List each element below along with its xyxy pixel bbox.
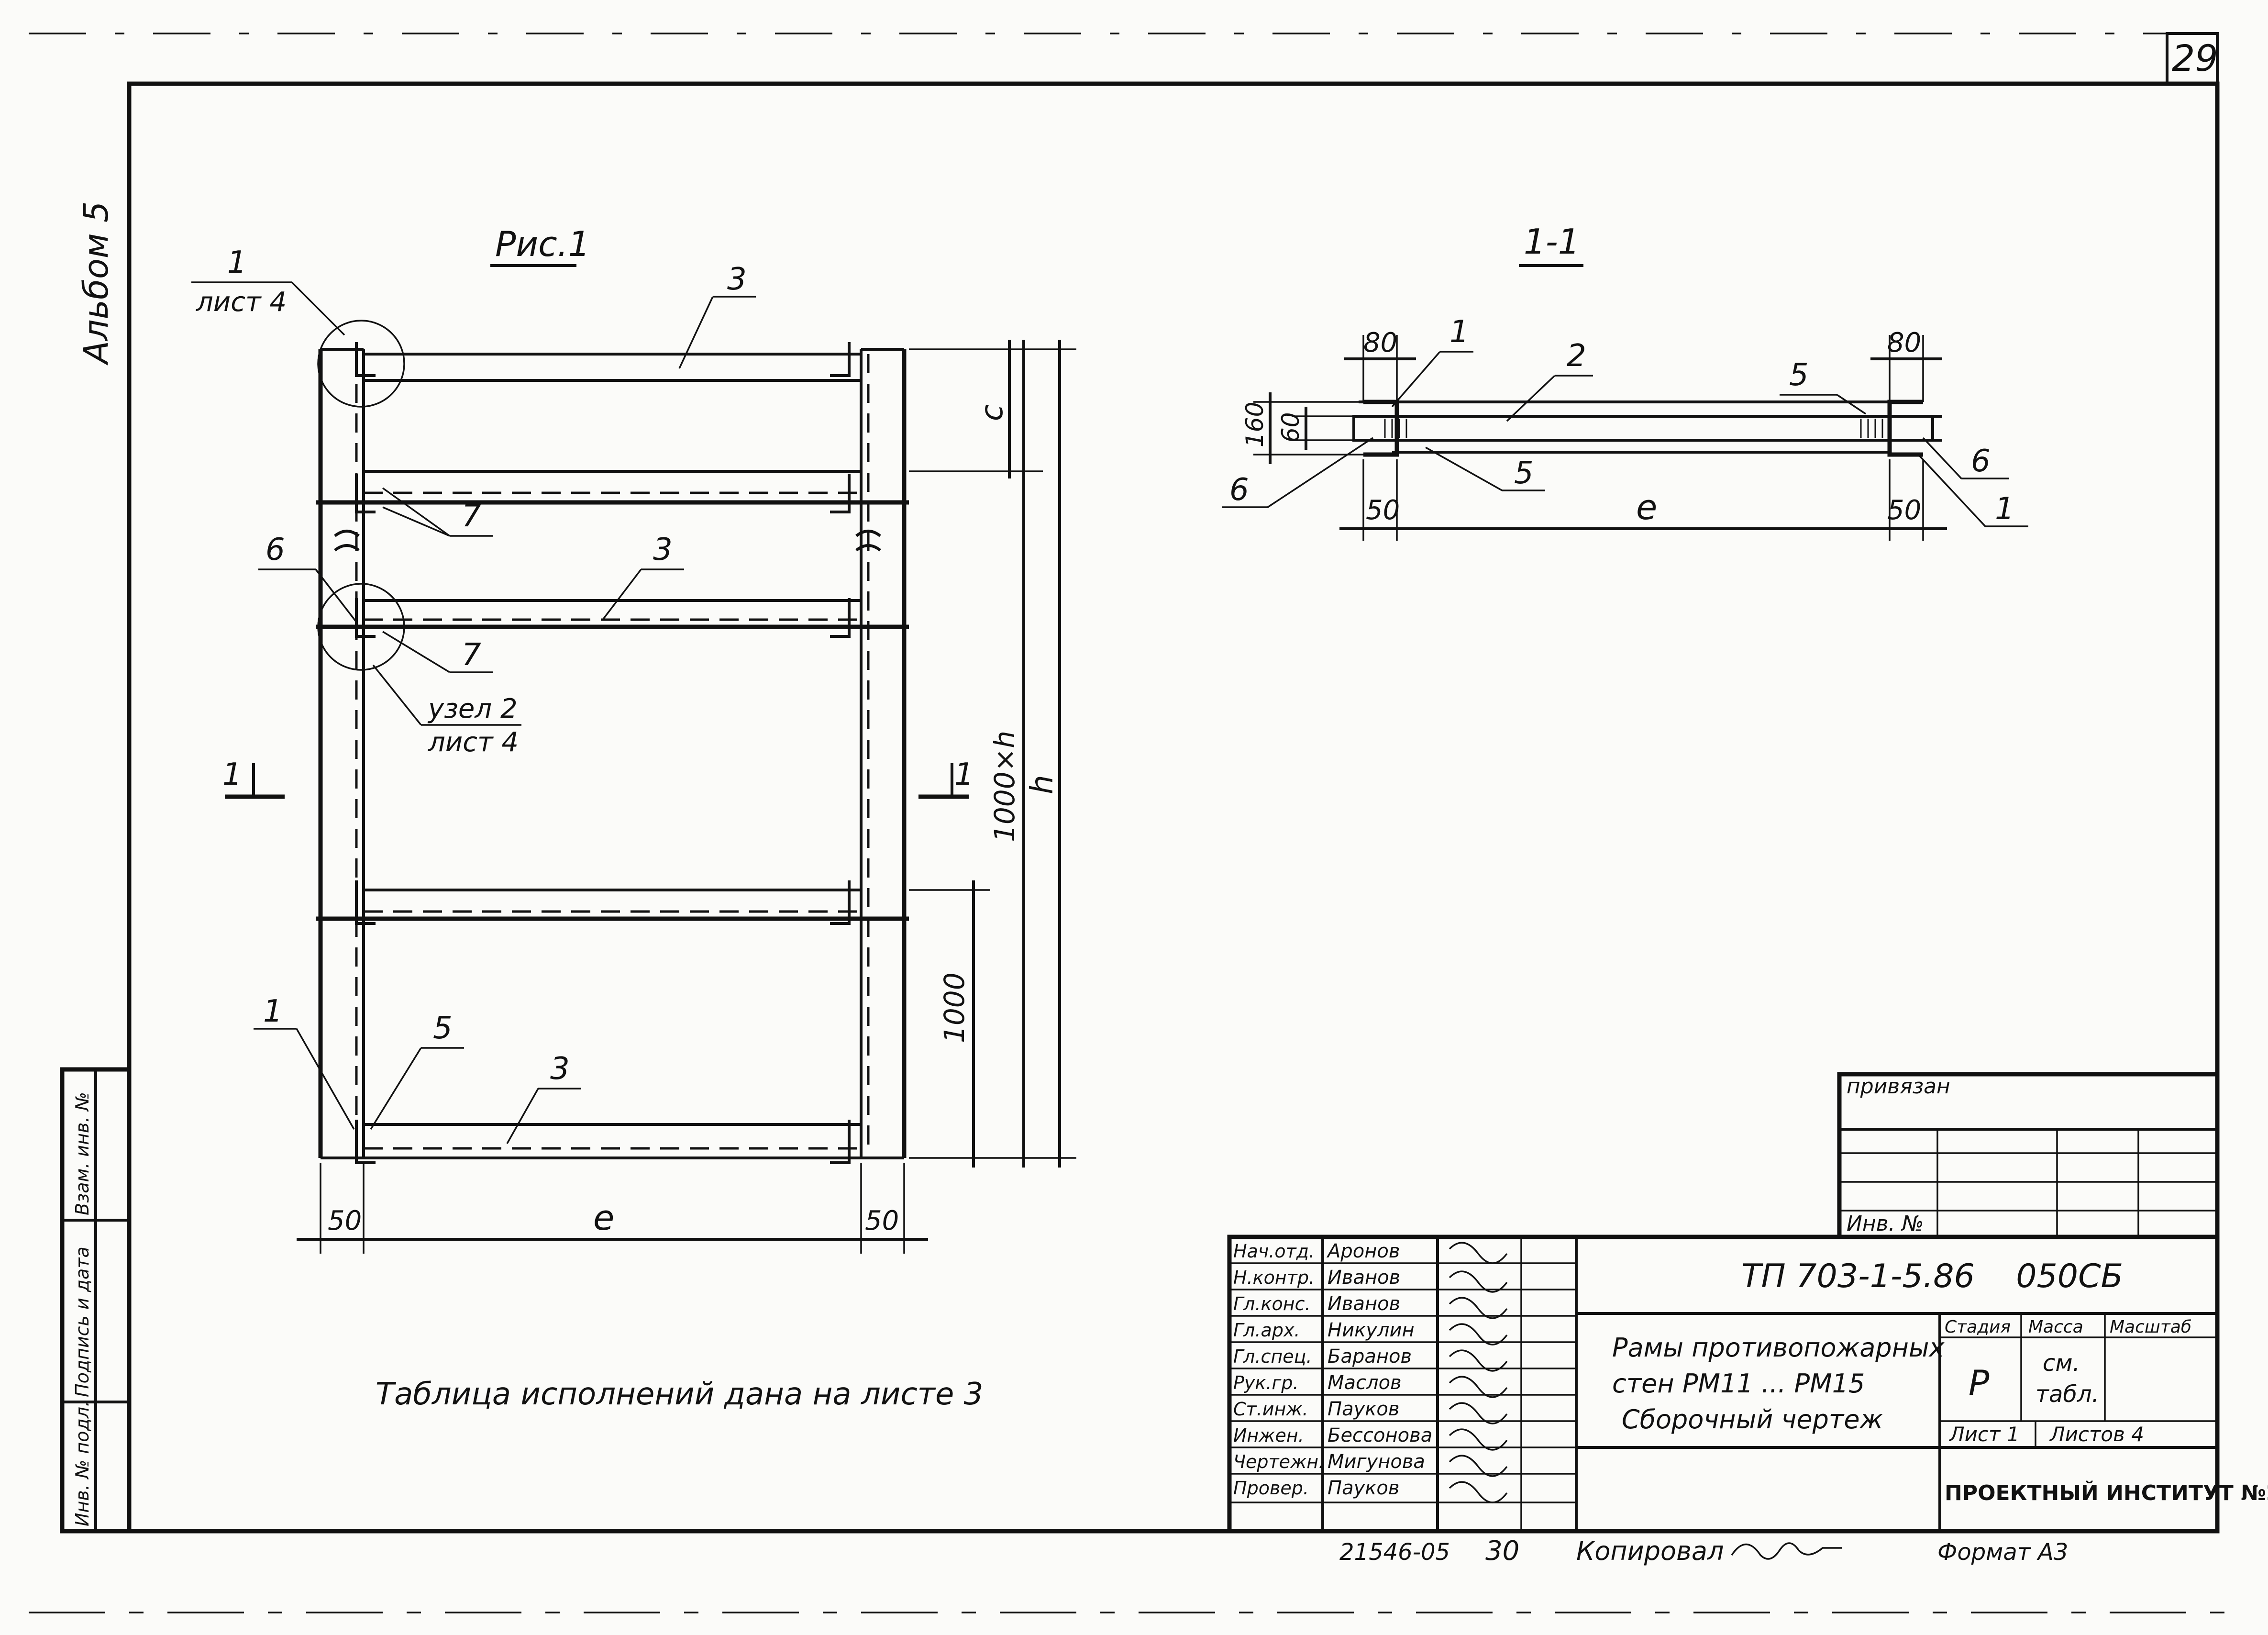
- sec-callout-2: 2: [1567, 338, 1586, 374]
- stamp-name-5: Маслов: [1328, 1372, 1402, 1394]
- stamp-role-5: Рук.гр.: [1233, 1372, 1299, 1393]
- frame-elevation: [316, 320, 909, 1164]
- stamp-stage-label: Стадия: [1945, 1317, 2011, 1337]
- section-mark-right: 1: [918, 757, 974, 799]
- stamp-role-2: Гл.конс.: [1233, 1293, 1311, 1314]
- fig-callout-3a: 3: [727, 262, 747, 297]
- stamp-sheets: Листов 4: [2049, 1423, 2144, 1446]
- dim-e: e: [593, 1198, 614, 1238]
- svg-text:1: 1: [222, 757, 242, 792]
- stamp-name-9: Пауков: [1328, 1477, 1399, 1499]
- stamp-inv-no: Инв. №: [1847, 1212, 1924, 1236]
- dim-c: c: [974, 404, 1010, 421]
- stamp-name-2: Иванов: [1328, 1293, 1400, 1315]
- sec-dim-50-left: 50: [1366, 495, 1400, 526]
- sheet-number-box: [2166, 32, 2219, 85]
- footer-copied: Копировал: [1576, 1536, 1724, 1566]
- stamp-role-3: Гл.арх.: [1233, 1320, 1300, 1341]
- sec-dim-80-left: 80: [1363, 327, 1397, 358]
- fig-dims-vertical: c 1000×h h 1000: [909, 340, 1076, 1168]
- dim-1000h: 1000×h: [988, 731, 1021, 842]
- stamp-role-6: Ст.инж.: [1233, 1399, 1308, 1420]
- title-block: привязан Инв. №: [1227, 1072, 2268, 1534]
- stamp-name-1: Иванов: [1328, 1267, 1400, 1289]
- sec-dim-50-right: 50: [1887, 495, 1921, 526]
- sec-callout-5-top: 5: [1789, 357, 1809, 393]
- section-mark-left: 1: [222, 757, 285, 799]
- section-1-1: [1352, 400, 1942, 457]
- sheet-number: 29: [2172, 37, 2218, 79]
- fig-callout-3c: 3: [550, 1051, 570, 1087]
- footer-page: 30: [1485, 1535, 1519, 1567]
- side-inv-podl: Инв. № подл.: [72, 1401, 93, 1526]
- stamp-name-0: Аронов: [1326, 1240, 1400, 1262]
- copier-signature: [1731, 1542, 1842, 1560]
- fig-callout-6: 6: [266, 532, 285, 567]
- stamp-sheet: Лист 1: [1948, 1423, 2020, 1446]
- sec-dim-e: e: [1636, 487, 1657, 527]
- stamp-role-8: Чертежн.: [1233, 1451, 1324, 1472]
- fig-callout-5: 5: [433, 1011, 453, 1046]
- album-label: Альбом 5: [77, 201, 116, 366]
- side-strip: Взам. инв. № Подпись и дата Инв. № подл.: [60, 1067, 132, 1534]
- stamp-name-6: Пауков: [1328, 1398, 1399, 1420]
- section-dims: 80 80 160 60 50 e 50: [1241, 327, 1947, 541]
- stamp-role-0: Нач.отд.: [1233, 1241, 1315, 1262]
- stamp-title-1: Рамы противопожарных: [1612, 1333, 1945, 1363]
- sec-callout-1-right: 1: [1995, 491, 2014, 527]
- fig-callout-1-top-sheet: лист 4: [196, 287, 287, 318]
- fig-dims-horizontal: 50 e 50: [297, 1163, 928, 1254]
- dim-h: h: [1025, 775, 1060, 794]
- fig-callout-7a: 7: [462, 499, 481, 534]
- stamp-name-4: Баранов: [1328, 1346, 1412, 1368]
- side-podpis-data: Подпись и дата: [72, 1246, 93, 1397]
- stamp-title-3: Сборочный чертеж: [1622, 1404, 1883, 1435]
- fig-callout-7b: 7: [462, 637, 481, 673]
- stamp-designation: ТП 703-1-5.86 050СБ: [1741, 1257, 2123, 1295]
- figure-title: Рис.1: [495, 224, 590, 264]
- stamp-title-2: стен РМ11 ... РМ15: [1612, 1368, 1865, 1399]
- sec-dim-60: 60: [1277, 412, 1305, 443]
- sec-callout-1-left: 1: [1449, 314, 1469, 350]
- sec-dim-160: 160: [1241, 402, 1269, 447]
- sec-callout-6-right: 6: [1971, 444, 1991, 479]
- sec-callout-5-bottom: 5: [1514, 456, 1534, 491]
- stamp-name-3: Никулин: [1328, 1319, 1415, 1341]
- section-callouts: 1 2 5 6 5 6 1: [1222, 314, 2028, 527]
- sheet-border: [127, 81, 2220, 1534]
- dim-50-right: 50: [865, 1205, 899, 1236]
- fig-callout-1-top: 1: [227, 245, 247, 280]
- table-note: Таблица исполнений дана на листе 3: [376, 1377, 983, 1412]
- stamp-mass-2: табл.: [2036, 1381, 2099, 1408]
- stamp-institute: ПРОЕКТНЫЙ ИНСТИТУТ №2: [1945, 1480, 2268, 1505]
- stamp-role-4: Гл.спец.: [1233, 1346, 1312, 1367]
- stamp-role-1: Н.контр.: [1233, 1267, 1315, 1288]
- stamp-role-7: Инжен.: [1233, 1425, 1304, 1446]
- stamp-mass-1: см.: [2043, 1350, 2080, 1377]
- dim-1000: 1000: [938, 972, 971, 1043]
- fig-callout-3b: 3: [653, 532, 673, 567]
- stamp-name-8: Мигунова: [1328, 1451, 1425, 1473]
- stamp-mass-label: Масса: [2028, 1317, 2083, 1337]
- section-title: 1-1: [1524, 222, 1580, 262]
- sec-dim-80-right: 80: [1887, 327, 1921, 358]
- dim-50-left: 50: [328, 1205, 362, 1236]
- footer-number: 21546-05: [1339, 1539, 1450, 1566]
- stamp-scale-label: Масштаб: [2110, 1317, 2191, 1337]
- sec-callout-6-left: 6: [1229, 472, 1249, 508]
- svg-text:1: 1: [954, 757, 974, 792]
- stamp-name-7: Бессонова: [1328, 1424, 1432, 1446]
- footer-format: Формат А3: [1937, 1539, 2068, 1566]
- stamp-stage: Р: [1969, 1363, 1990, 1403]
- fig-node2-sheet: лист 4: [428, 727, 519, 758]
- stamp-role-9: Провер.: [1233, 1478, 1309, 1499]
- side-vzam-inv: Взам. инв. №: [72, 1092, 93, 1215]
- stamp-privyazan: привязан: [1847, 1074, 1950, 1099]
- fig-node2: узел 2: [427, 693, 518, 724]
- fig-callout-1-bottom: 1: [263, 994, 283, 1029]
